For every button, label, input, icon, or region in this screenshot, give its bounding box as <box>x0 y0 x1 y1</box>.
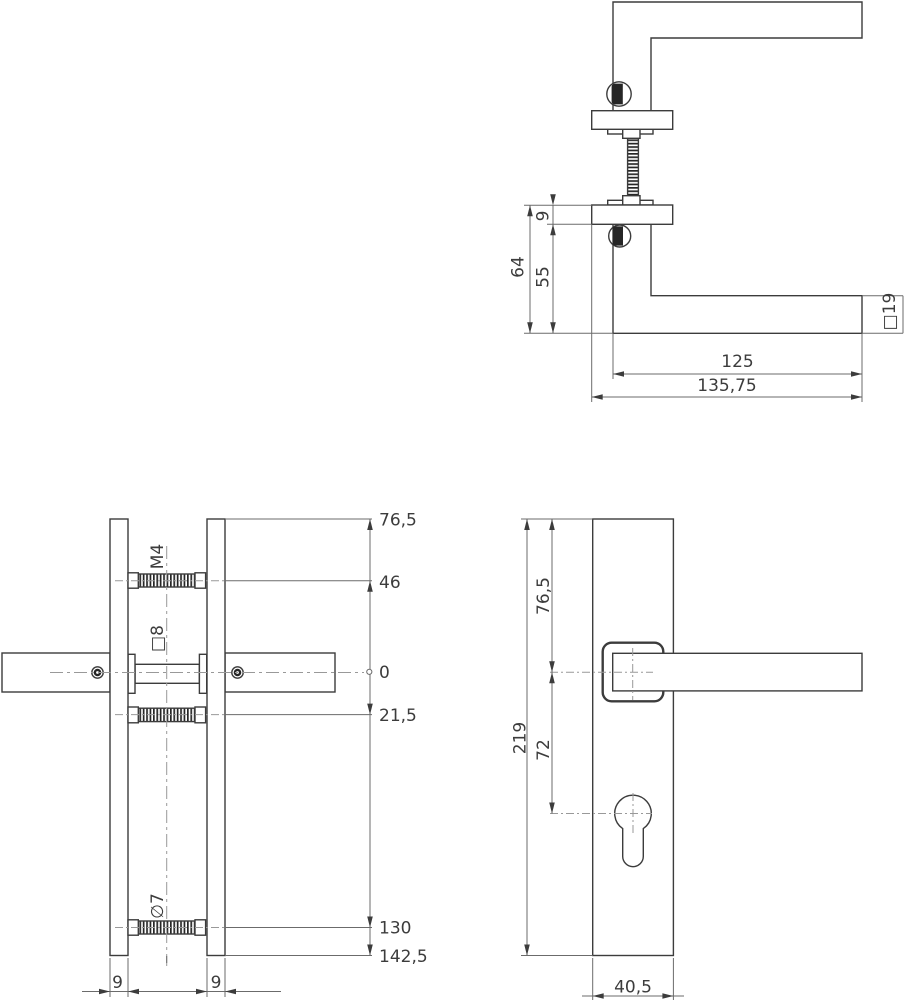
backplate-front-view: 219 76,5 72 40,5 <box>511 518 863 1000</box>
dimension-arrows <box>367 519 373 956</box>
ordinate-datum: 0 <box>379 663 390 683</box>
dimension-arrows <box>527 194 862 400</box>
dimension-arrows <box>524 519 674 999</box>
handle-side-view: 64 55 9 125 135,75 □19 <box>509 1 904 402</box>
dim-rose-thickness: 9 <box>534 211 554 222</box>
centerlines <box>50 546 364 966</box>
backplate-left <box>109 518 129 957</box>
dim-bar-section: □19 <box>880 293 900 331</box>
dim-plate-thickness-right: 9 <box>211 973 222 993</box>
dim-grip-length: 125 <box>721 352 753 372</box>
ordinate-plate-top: 76,5 <box>379 511 417 531</box>
handle-lever <box>612 652 863 692</box>
ordinate-dimensions: 76,5 46 0 21,5 130 142,5 <box>225 511 428 967</box>
part-callouts: M4 □8 ∅7 <box>148 544 168 919</box>
dim-plate-height: 219 <box>511 722 531 754</box>
grub-screw-upper <box>606 81 632 107</box>
lower-handle-outline <box>612 223 863 334</box>
square-shaft <box>622 194 641 206</box>
handle-side-dimensions: 64 55 9 125 135,75 □19 <box>509 194 904 402</box>
front-view-dimensions: 219 76,5 72 40,5 <box>511 518 684 1000</box>
handle-axis-crosshair <box>550 648 653 700</box>
backplate-side-view: 76,5 46 0 21,5 130 142,5 M4 □8 ∅7 9 9 <box>1 511 428 997</box>
dim-overall-length: 135,75 <box>697 376 756 396</box>
backplate-right <box>206 518 226 957</box>
cylinder-axis-crosshair <box>550 793 652 835</box>
ordinate-bottom-screw: 130 <box>379 919 411 939</box>
dim-rose-to-grip: 55 <box>534 266 554 288</box>
datum-marker <box>366 668 373 675</box>
dim-plate-thickness-left: 9 <box>112 973 123 993</box>
dim-handle-to-cylinder: 72 <box>534 739 554 761</box>
spring-tab <box>607 199 624 206</box>
threaded-spindle <box>626 137 640 197</box>
square-shaft <box>622 128 641 140</box>
upper-handle-outline <box>612 1 863 112</box>
rose-upper <box>591 109 674 130</box>
bar-section-bracket <box>862 295 904 334</box>
spring-tab <box>607 128 624 135</box>
ordinate-plate-bottom: 142,5 <box>379 947 428 967</box>
label-screw-thread: M4 <box>148 544 168 569</box>
dim-overall-height: 64 <box>509 256 529 278</box>
label-spindle-square: □8 <box>148 625 168 652</box>
ordinate-lower-screw: 21,5 <box>379 706 417 726</box>
plate-thickness-dimensions: 9 9 <box>82 956 281 997</box>
grub-screw-lower <box>608 224 632 248</box>
dim-top-to-handle: 76,5 <box>534 577 554 615</box>
backplate-face <box>592 518 675 957</box>
dim-plate-width: 40,5 <box>614 978 652 998</box>
rose-lower <box>591 204 674 225</box>
label-screw-diameter: ∅7 <box>148 893 168 919</box>
spindle-cap-left <box>127 653 136 694</box>
spindle-cap-right <box>198 653 208 694</box>
ordinate-upper-screw: 46 <box>379 573 401 593</box>
